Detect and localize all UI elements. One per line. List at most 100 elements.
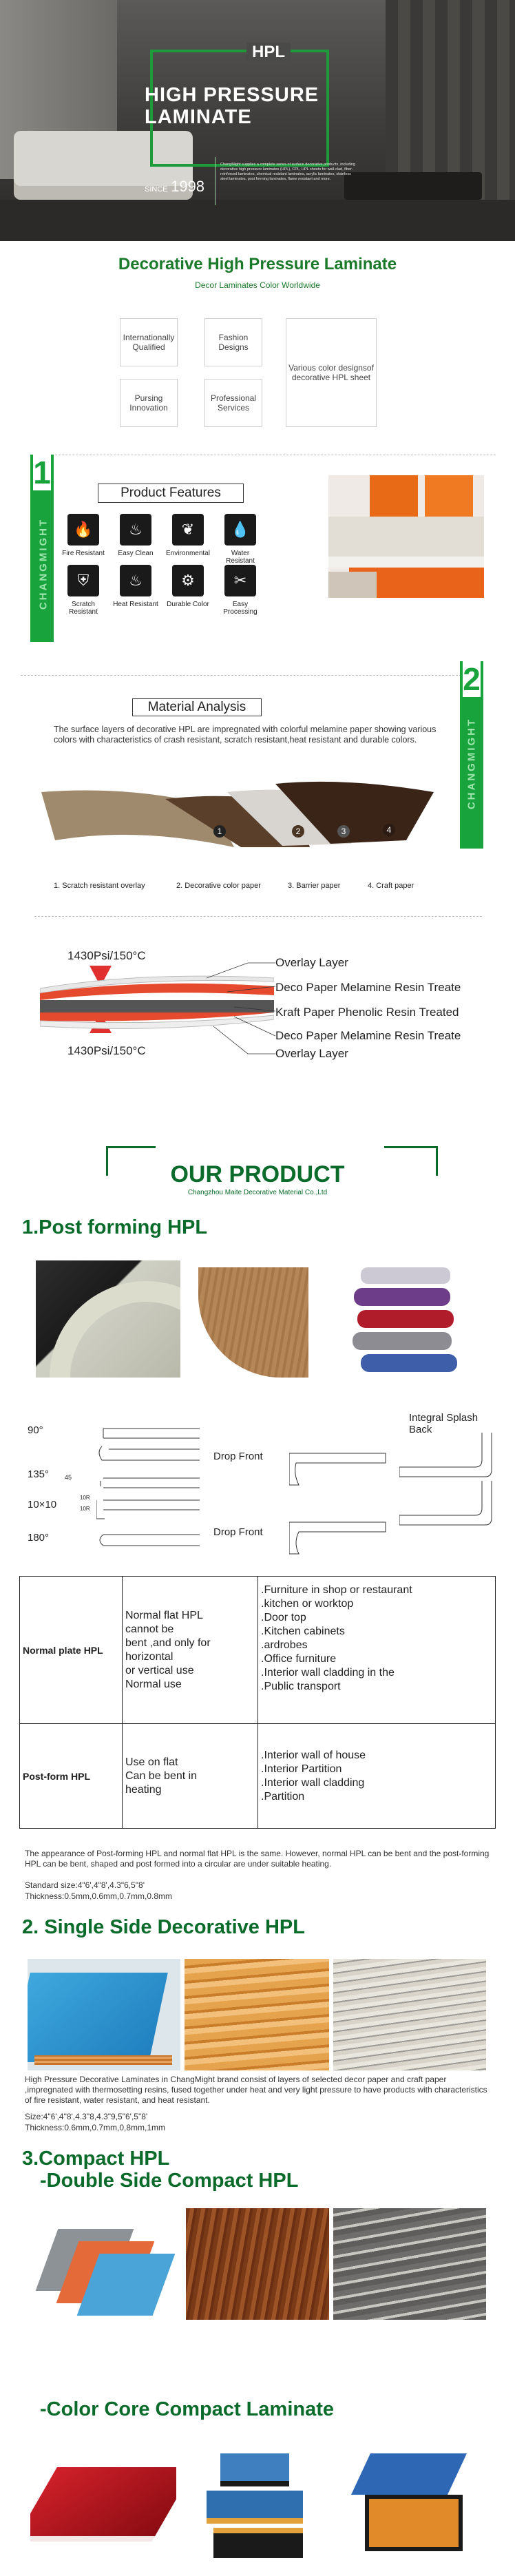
feature-item: ✂Easy Processing <box>216 565 264 616</box>
table-cell-desc: Normal flat HPL cannot be bent ,and only… <box>122 1576 258 1724</box>
kitchen-cabinet-right <box>425 475 473 517</box>
box-top <box>351 2453 467 2495</box>
hero-blurb: ChangMight supplies a complete series of… <box>220 163 355 181</box>
profile-label-180: 180° <box>28 1532 50 1544</box>
feature-item: ⛨Scratch Resistant <box>59 565 107 616</box>
intro-section: Decorative High Pressure Laminate Decor … <box>0 241 515 448</box>
blue-sheet-edge <box>34 2055 172 2065</box>
desc-line: cannot be <box>125 1623 174 1635</box>
kitchen-table <box>328 572 377 598</box>
profile-label-10r-b: 10R <box>80 1506 90 1512</box>
use-line: .Interior Partition <box>261 1763 342 1775</box>
compact-image-wood <box>186 2208 329 2320</box>
blue-sheet <box>28 1973 168 2062</box>
feature-item: 🔥Fire Resistant <box>59 514 107 557</box>
gear-icon: ⚙ <box>172 565 204 596</box>
hero-banner: HPL HIGH PRESSURE LAMINATE SINCE 1998 Ch… <box>0 0 515 241</box>
legend-item-4: 4. Craft paper <box>368 882 414 890</box>
profile-label-135: 135° <box>28 1468 50 1480</box>
wood-sheet <box>198 1267 308 1378</box>
intro-box-various: Various color designsof decorative HPL s… <box>286 318 377 427</box>
block-blue-mid <box>207 2491 303 2524</box>
table-cell-uses: .Interior wall of house .Interior Partit… <box>258 1723 496 1829</box>
compact-image-panels <box>33 2208 182 2320</box>
post-forming-image-wood <box>185 1260 329 1378</box>
layer-number-3: 3 <box>337 825 350 838</box>
leaf-icon: ❦ <box>172 514 204 546</box>
desc-line: horizontal <box>125 1650 174 1663</box>
legend-item-3: 3. Barrier paper <box>288 882 341 890</box>
table-cell-name: Normal plate HPL <box>19 1576 123 1724</box>
feature-item: ♨ Easy Clean <box>112 514 160 557</box>
use-line: .Partition <box>261 1790 305 1803</box>
roll-curve <box>50 1281 180 1378</box>
use-line: .Office furniture <box>261 1653 337 1665</box>
feature-item: 💧Water Resistant <box>216 514 264 565</box>
box-side <box>365 2495 463 2551</box>
layer-label-kraft: Kraft Paper Phenolic Resin Treated <box>275 1006 459 1019</box>
post-forming-spec-table: Normal plate HPL Normal flat HPL cannot … <box>19 1576 496 1829</box>
post-forming-heading: 1.Post forming HPL <box>22 1216 208 1238</box>
clean-icon: ♨ <box>120 514 151 546</box>
profiles-diagram: 90° 135° 45 10×10 10R 10R 180° Drop Fron… <box>0 1405 515 1570</box>
table-cell-name: Post-form HPL <box>19 1723 123 1829</box>
feature-label: Water Resistant <box>226 550 255 565</box>
feature-label: Easy Clean <box>118 550 154 557</box>
profile-shapes-left <box>96 1428 200 1546</box>
our-product-bracket-gap <box>156 1142 384 1150</box>
hero-title-line1: HIGH PRESSURE <box>145 84 319 106</box>
use-line: .Kitchen cabinets <box>261 1625 345 1637</box>
layers-section: 1430Psi/150°C 1430Psi/150°C Overlay Laye… <box>0 889 515 1116</box>
feature-label: Scratch Resistant <box>69 601 98 616</box>
material-title-box: Material Analysis <box>132 698 262 716</box>
table-cell-desc: Use on flat Can be bent in heating <box>122 1723 258 1829</box>
layer-label-overlay-top: Overlay Layer <box>275 956 348 969</box>
material-side-label: CHANGMIGHT <box>465 717 478 810</box>
legend-item-1: 1. Scratch resistant overlay <box>54 882 145 890</box>
layer-number-2: 2 <box>292 825 304 838</box>
intro-box-services: Professional Services <box>204 379 262 427</box>
hero-title-line2: LAMINATE <box>145 106 252 128</box>
drop-front-label-2: Drop Front <box>213 1526 263 1538</box>
feature-item: ❦ Environmental <box>164 514 212 557</box>
drop-front-label-1: Drop Front <box>213 1451 263 1462</box>
our-product-title: OUR PRODUCT <box>170 1161 345 1187</box>
profile-label-90: 90° <box>28 1424 43 1436</box>
hero-since-label: SINCE <box>145 185 168 194</box>
hero-since: SINCE 1998 <box>145 178 204 196</box>
layer-overlay-bottom <box>40 1015 274 1029</box>
compact-heading: 3.Compact HPL <box>22 2148 170 2170</box>
color-core-image-red <box>30 2440 176 2564</box>
layer-label-deco-bottom: Deco Paper Melamine Resin Treate <box>275 1029 461 1042</box>
layer-kraft <box>40 1000 274 1012</box>
use-line: .Public transport <box>261 1681 341 1692</box>
layers-leader-lines <box>207 962 276 1055</box>
stack-top <box>361 1267 450 1284</box>
block-blue-top <box>220 2453 289 2486</box>
single-side-image-blue <box>28 1959 180 2070</box>
intro-box-innovation: Pursing Innovation <box>120 379 178 427</box>
layer-label-deco-top: Deco Paper Melamine Resin Treate <box>275 981 461 994</box>
red-panel <box>30 2467 176 2536</box>
our-product-subtitle: Changzhou Maite Decorative Material Co.,… <box>187 1189 328 1196</box>
compact-image-stack <box>333 2208 486 2320</box>
material-layers-illustration <box>41 781 434 847</box>
single-side-size: Size:4"6',4"8',4.3"8,4.3"9,5"6',5"8' <box>25 2112 148 2121</box>
features-number: 1 <box>33 455 51 490</box>
stack-red <box>357 1310 454 1328</box>
kitchen-counter <box>328 557 484 568</box>
post-forming-thickness: Thickness:0.5mm,0.6mm,0.7mm,0.8mm <box>25 1891 173 1901</box>
features-title: Product Features <box>120 486 221 500</box>
integral-splash-label: Integral Splash Back <box>409 1412 479 1435</box>
material-divider <box>21 675 461 676</box>
feature-label: Environmental <box>166 550 210 557</box>
flame-icon: ♨ <box>120 565 151 596</box>
material-description: The surface layers of decorative HPL are… <box>54 725 437 745</box>
hero-divider <box>215 157 216 205</box>
pressure-bottom-label: 1430Psi/150°C <box>67 1044 146 1057</box>
layer-deco-top <box>40 983 274 1000</box>
single-side-description: High Pressure Decorative Laminates in Ch… <box>25 2075 487 2105</box>
layer-deco-bottom <box>40 1012 274 1021</box>
stack-purple <box>354 1288 450 1306</box>
post-forming-size: Standard size:4"6',4"8',4.3"6,5"8' <box>25 1880 145 1890</box>
